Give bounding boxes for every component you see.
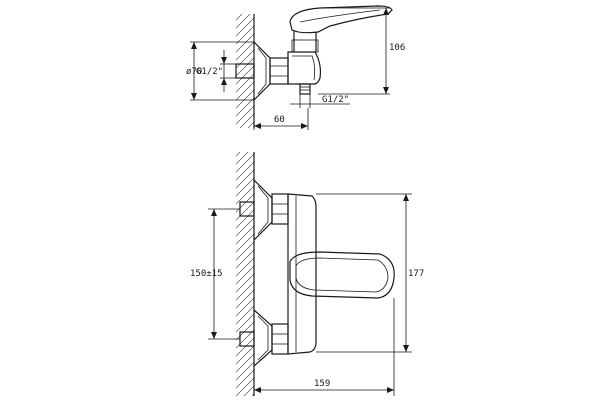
- flange-upper: [253, 179, 273, 241]
- dimension-label-177: 177: [408, 269, 424, 279]
- flange-lower: [253, 309, 273, 367]
- dimension-label-60: 60: [274, 115, 285, 125]
- dimension-label-150: 150±15: [190, 269, 223, 279]
- hex-nut-top: [269, 57, 289, 85]
- mixer-body-front: [287, 193, 317, 355]
- handle-lever-front: [289, 251, 395, 299]
- inlet-thread-top: [235, 63, 255, 79]
- hex-nut-lower: [271, 323, 289, 355]
- front-elevation-view: 150±15 177 159: [190, 152, 424, 396]
- flange-top: [253, 41, 271, 101]
- dimension-diameter-top: ø70: [186, 41, 254, 101]
- outlet-thread-top: [299, 83, 311, 95]
- dimension-height-front: 177: [316, 193, 424, 353]
- dimension-label-inlet-thread: G1/2": [196, 67, 223, 77]
- mixer-body-top: [287, 51, 322, 85]
- dimension-label-diameter: ø70: [186, 67, 202, 77]
- dimension-label-159: 159: [314, 379, 330, 389]
- dimension-label-106: 106: [389, 43, 405, 53]
- dimension-label-outlet-thread: G1/2": [322, 95, 349, 105]
- dimension-width-front: 159: [254, 298, 395, 396]
- hex-nut-upper: [271, 193, 289, 225]
- dimension-depth-top: 60: [253, 100, 309, 130]
- side-elevation-view: 106 ø70 G1/2" G1/2": [186, 5, 405, 130]
- dimension-thread-outlet: G1/2": [290, 94, 350, 108]
- dimension-thread-inlet: G1/2": [196, 50, 236, 92]
- dimension-height-top: 106: [318, 7, 405, 95]
- dimension-spacing-front: 150±15: [190, 208, 240, 340]
- wall-hatching-front: [236, 152, 254, 396]
- wall-hatching-top: [236, 14, 254, 128]
